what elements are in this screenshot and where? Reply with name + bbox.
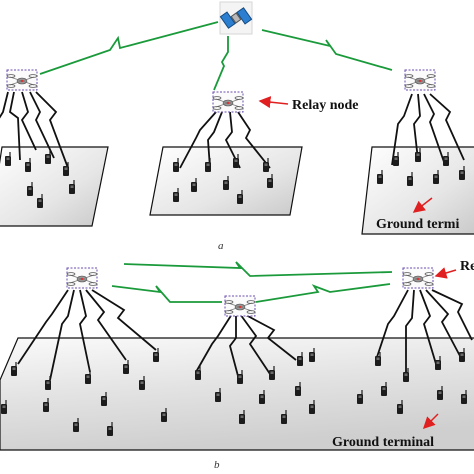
ground-terminal-icon (375, 352, 381, 366)
ground-terminal-icon (45, 150, 51, 164)
satellite-links (39, 21, 393, 91)
ground-area-large (0, 337, 474, 451)
ground-terminal-icon (37, 194, 43, 208)
ground-terminal-icon (69, 180, 75, 194)
ground-terminal-icon (223, 176, 229, 190)
ground-area-right (361, 146, 474, 235)
drone-icon (212, 91, 244, 113)
ground-terminal-icon (407, 172, 413, 186)
ground-terminal-icon (281, 410, 287, 424)
ground-terminal-icon (43, 398, 49, 412)
ground-terminal-icon (433, 170, 439, 184)
ground-terminal-icon (461, 390, 467, 404)
ground-terminal-icon (443, 152, 449, 166)
drone-icon (224, 295, 256, 317)
ground-terminal-label-b: Ground terminal (332, 435, 434, 450)
ground-terminal-icon (25, 158, 31, 172)
ground-terminal-icon (397, 400, 403, 414)
ground-terminal-icon (297, 352, 303, 366)
relay-node-arrow (258, 96, 289, 109)
panel-b: Re Ground terminal b (0, 259, 474, 471)
ground-terminal-icon (215, 388, 221, 402)
ground-terminal-icon (237, 190, 243, 204)
ground-terminal-icon (173, 158, 179, 172)
ground-terminal-icon (259, 390, 265, 404)
ground-terminal-icon (205, 158, 211, 172)
ground-terminal-icon (153, 348, 159, 362)
ground-terminal-icon (269, 366, 275, 380)
ground-terminal-icon (237, 370, 243, 384)
drone-icon (404, 69, 436, 91)
ground-terminal-icon (415, 148, 421, 162)
relay-links (111, 261, 393, 303)
ground-terminal-icon (309, 348, 315, 362)
ground-terminal-icon (263, 158, 269, 172)
ground-terminal-icon (381, 382, 387, 396)
ground-terminal-icon (11, 362, 17, 376)
ground-terminal-arrow-a (412, 197, 433, 213)
ground-terminal-icon (459, 348, 465, 362)
ground-terminal-icon (357, 390, 363, 404)
ground-terminal-icon (267, 174, 273, 188)
drone-icon (402, 267, 434, 289)
drone-icon (6, 69, 38, 91)
ground-terminal-icon (239, 410, 245, 424)
ground-terminal-icon (139, 376, 145, 390)
ground-terminal-icon (309, 400, 315, 414)
ground-terminal-icon (101, 392, 107, 406)
ground-terminal-icon (393, 152, 399, 166)
ground-terminal-icon (27, 182, 33, 196)
ground-terminal-icon (45, 376, 51, 390)
ground-terminal-icon (1, 400, 7, 414)
terminal-links-a (0, 91, 465, 169)
ground-terminal-arrow-b (422, 413, 439, 430)
ground-terminal-icon (295, 382, 301, 396)
ground-terminal-icon (161, 408, 167, 422)
ground-terminal-icon (195, 366, 201, 380)
ground-terminal-icon (233, 154, 239, 168)
ground-terminal-icon (377, 170, 383, 184)
ground-terminal-icon (73, 418, 79, 432)
ground-terminal-icon (123, 360, 129, 374)
terminals-left (5, 150, 75, 208)
ground-terminal-icon (435, 356, 441, 370)
ground-terminal-label-a: Ground termi (376, 217, 459, 232)
ground-terminal-icon (63, 162, 69, 176)
ground-terminal-icon (85, 370, 91, 384)
ground-terminal-icon (173, 188, 179, 202)
relay-node-label: Relay node (292, 98, 359, 113)
terminal-links-b (17, 289, 473, 381)
drone-icon (66, 267, 98, 289)
relay-node-arrow-b (434, 267, 457, 279)
ground-terminal-icon (437, 386, 443, 400)
terminals-large (1, 348, 467, 436)
satellite-icon (219, 1, 253, 35)
relay-node-label-b: Re (460, 259, 474, 274)
terminals-middle (173, 154, 273, 204)
panel-a-caption: a (218, 240, 224, 252)
ground-terminal-icon (459, 166, 465, 180)
ground-terminal-icon (5, 152, 11, 166)
ground-terminal-icon (403, 368, 409, 382)
panel-a: Relay node Ground termi a (0, 1, 474, 252)
terminals-right (377, 148, 465, 186)
panel-b-caption: b (214, 459, 220, 471)
ground-area-left (0, 146, 109, 227)
ground-terminal-icon (107, 422, 113, 436)
ground-terminal-icon (191, 178, 197, 192)
